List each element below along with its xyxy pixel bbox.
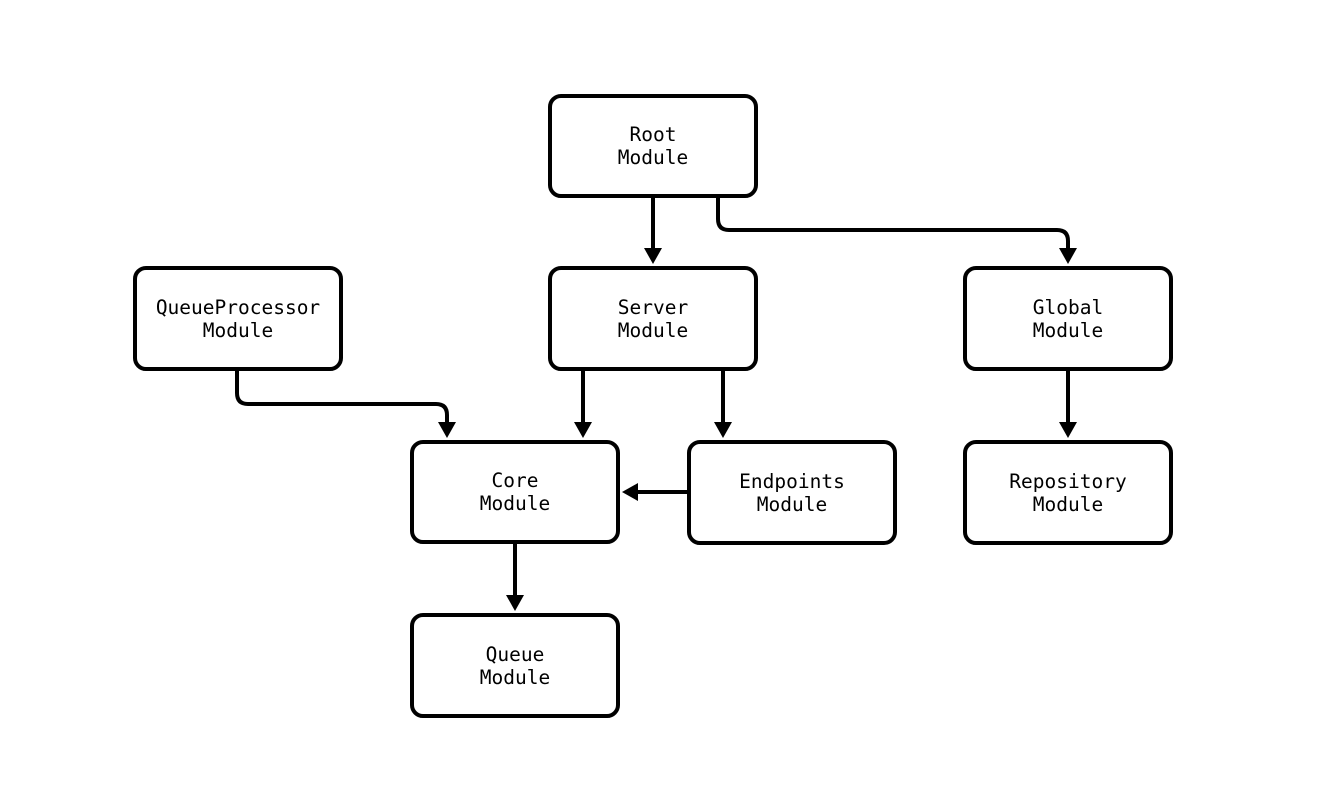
node-core-module-line2: Module	[479, 492, 551, 515]
node-core-module[interactable]: Core Module	[410, 440, 620, 544]
node-queue-module-line2: Module	[479, 665, 551, 689]
node-server-module[interactable]: Server Module	[548, 266, 758, 371]
node-queueprocessor-module-line1: QueueProcessor	[155, 295, 321, 319]
node-global-module[interactable]: Global Module	[963, 266, 1173, 371]
edge-server-to-endpoints	[714, 371, 732, 438]
node-endpoints-module[interactable]: Endpoints Module	[687, 440, 897, 545]
node-root-module[interactable]: Root Module	[548, 94, 758, 198]
node-endpoints-module-line1: Endpoints	[739, 469, 845, 493]
node-queue-module-line1: Queue	[485, 642, 545, 666]
node-queue-module[interactable]: Queue Module	[410, 613, 620, 718]
node-core-module-line1: Core	[491, 469, 539, 492]
node-queueprocessor-module[interactable]: QueueProcessor Module	[133, 266, 343, 371]
node-root-module-line2: Module	[617, 146, 689, 169]
node-root-module-line1: Root	[629, 123, 677, 146]
node-endpoints-module-line2: Module	[756, 492, 828, 516]
node-repository-module-line2: Module	[1032, 492, 1104, 516]
edge-global-to-repository	[1059, 371, 1077, 438]
node-repository-module-line1: Repository	[1009, 469, 1127, 493]
node-queueprocessor-module-line2: Module	[202, 318, 274, 342]
edge-core-to-queue	[506, 544, 524, 611]
node-global-module-line2: Module	[1032, 318, 1104, 342]
node-global-module-line1: Global	[1032, 295, 1104, 319]
node-server-module-line1: Server	[617, 295, 689, 319]
node-server-module-line2: Module	[617, 318, 689, 342]
edge-queueprocessor-to-core	[235, 371, 456, 438]
node-repository-module[interactable]: Repository Module	[963, 440, 1173, 545]
edge-server-to-core	[574, 371, 592, 438]
edge-endpoints-to-core	[622, 483, 687, 501]
edge-root-to-server	[644, 198, 662, 264]
edge-root-to-global	[716, 198, 1077, 264]
